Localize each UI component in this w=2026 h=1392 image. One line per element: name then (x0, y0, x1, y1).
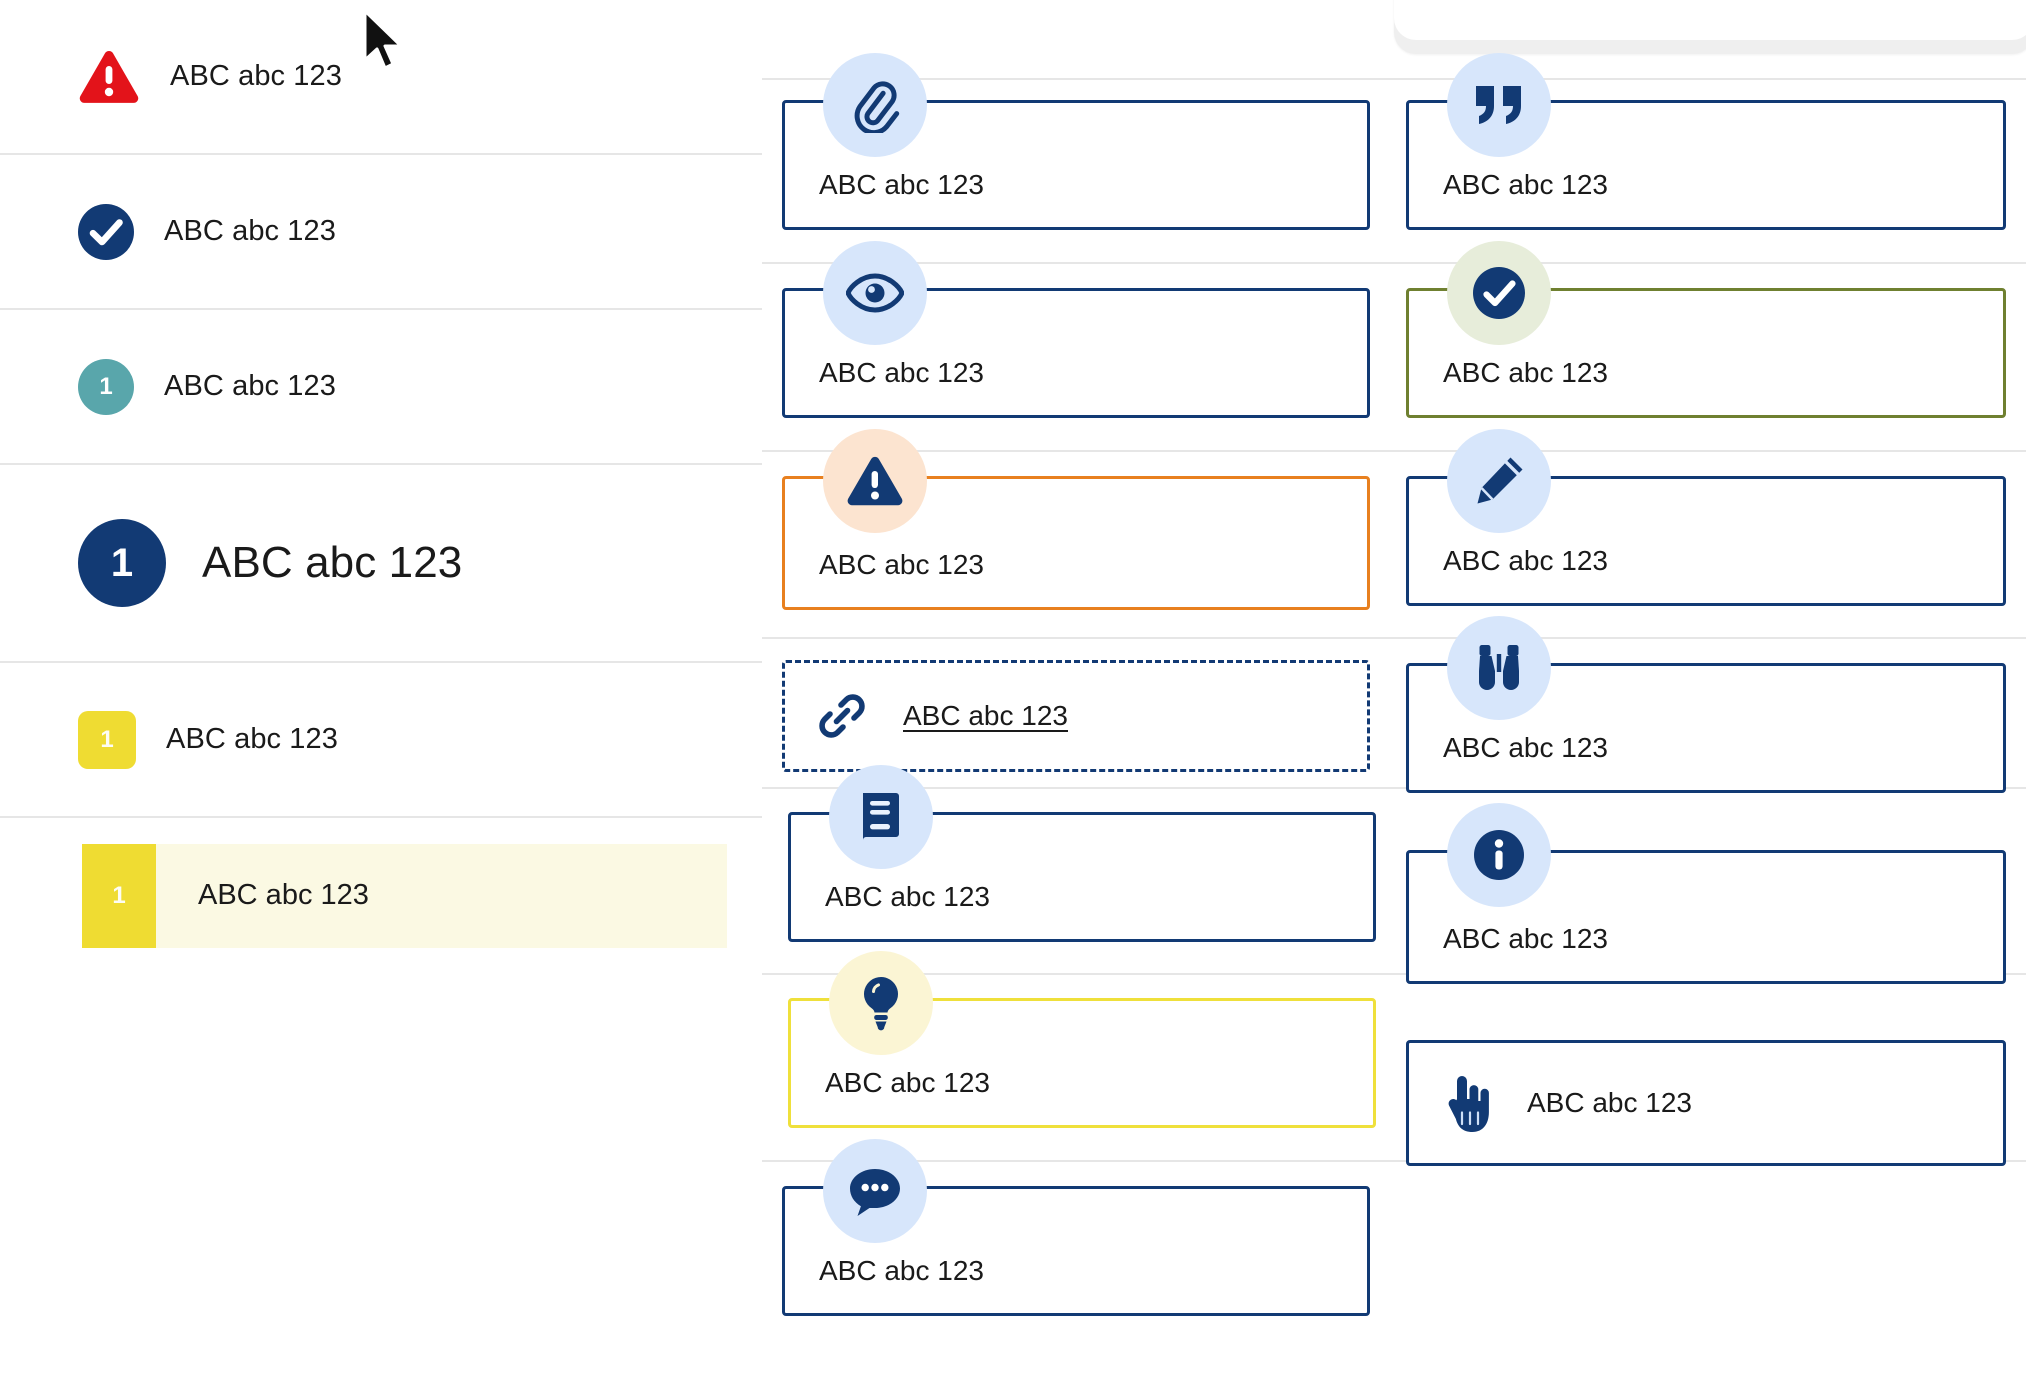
card-label: ABC abc 123 (819, 549, 984, 581)
link-icon (815, 689, 869, 743)
card-reference[interactable]: ABC abc 123 (788, 765, 1376, 942)
quote-icon (1447, 53, 1551, 157)
sidebar-item-primary[interactable]: 1 ABC abc 123 (0, 465, 762, 663)
card-success[interactable]: ABC abc 123 (1406, 241, 2006, 418)
row-divider (762, 78, 2026, 80)
sidebar-item-label: ABC abc 123 (164, 215, 336, 247)
check-circle-icon (78, 203, 134, 260)
sidebar-item-label: ABC abc 123 (202, 538, 463, 587)
card-warning[interactable]: ABC abc 123 (782, 429, 1370, 610)
lightbulb-icon (829, 951, 933, 1055)
eye-icon (823, 241, 927, 345)
card-label: ABC abc 123 (825, 881, 990, 913)
card-link-label[interactable]: ABC abc 123 (903, 700, 1068, 731)
row-divider (762, 262, 2026, 264)
sidebar-item-label: ABC abc 123 (166, 723, 338, 755)
number-bar-yellow-icon: 1 (82, 843, 156, 948)
row-divider (762, 973, 2026, 975)
number-circle-teal-icon: 1 (78, 358, 134, 415)
row-divider (762, 1160, 2026, 1162)
badge-number: 1 (110, 541, 134, 585)
card-info[interactable]: ABC abc 123 (1406, 803, 2006, 984)
card-edit[interactable]: ABC abc 123 (1406, 429, 2006, 606)
card-label: ABC abc 123 (819, 357, 984, 389)
card-link[interactable]: ABC abc 123 (782, 660, 1370, 772)
number-square-yellow-icon: 1 (78, 710, 136, 769)
warning-triangle-icon (823, 429, 927, 533)
row-divider (762, 450, 2026, 452)
pointing-hand-icon (1443, 1072, 1493, 1134)
paperclip-icon (823, 53, 927, 157)
card-quote[interactable]: ABC abc 123 (1406, 53, 2006, 230)
comment-icon (823, 1139, 927, 1243)
card-label: ABC abc 123 (1443, 169, 1608, 201)
check-circle-icon (1447, 241, 1551, 345)
number-circle-navy-icon: 1 (78, 519, 166, 607)
binoculars-icon (1447, 616, 1551, 720)
info-icon (1447, 803, 1551, 907)
card-label: ABC abc 123 (1527, 1086, 1692, 1118)
card-label: ABC abc 123 (1443, 357, 1608, 389)
card-comment[interactable]: ABC abc 123 (782, 1139, 1370, 1316)
sidebar-item-selected[interactable]: 1 ABC abc 123 (0, 818, 762, 973)
alert-triangle-icon (78, 49, 140, 105)
card-label: ABC abc 123 (1443, 923, 1608, 955)
card-label: ABC abc 123 (1443, 732, 1608, 764)
selected-row-surface[interactable]: 1 ABC abc 123 (82, 843, 727, 948)
card-action[interactable]: ABC abc 123 (1406, 1040, 2006, 1166)
cards-area: ABC abc 123 ABC abc 123 (762, 0, 2026, 1392)
card-explore[interactable]: ABC abc 123 (1406, 616, 2006, 793)
sidebar-item-confirmed[interactable]: ABC abc 123 (0, 155, 762, 310)
card-label: ABC abc 123 (1443, 545, 1608, 577)
sidebar-item-teal[interactable]: 1 ABC abc 123 (0, 310, 762, 465)
badge-number: 1 (99, 372, 113, 400)
card-visibility[interactable]: ABC abc 123 (782, 241, 1370, 418)
card-tip[interactable]: ABC abc 123 (788, 951, 1376, 1128)
sidebar: ABC abc 123 ABC abc 123 1 ABC abc 123 1 (0, 0, 762, 1392)
sidebar-item-label: ABC abc 123 (164, 370, 336, 402)
sidebar-item-danger[interactable]: ABC abc 123 (0, 0, 762, 155)
card-label: ABC abc 123 (819, 169, 984, 201)
sidebar-item-label: ABC abc 123 (170, 60, 342, 92)
row-divider (762, 637, 2026, 639)
sidebar-item-highlight[interactable]: 1 ABC abc 123 (0, 663, 762, 818)
background-panel-mask (1394, 0, 2026, 40)
card-label: ABC abc 123 (825, 1067, 990, 1099)
card-attachment[interactable]: ABC abc 123 (782, 53, 1370, 230)
pencil-icon (1447, 429, 1551, 533)
badge-number: 1 (100, 725, 114, 753)
badge-number: 1 (112, 881, 126, 909)
row-divider (762, 787, 2026, 789)
sidebar-item-label: ABC abc 123 (198, 879, 369, 911)
card-label: ABC abc 123 (819, 1255, 984, 1287)
book-icon (829, 765, 933, 869)
